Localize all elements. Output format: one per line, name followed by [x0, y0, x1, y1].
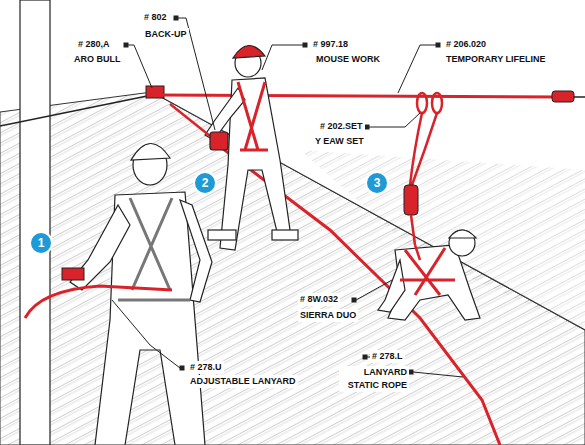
part-name: Y EAW SET	[313, 135, 366, 148]
lanyard	[25, 286, 172, 318]
part-name: ARO BULL	[72, 53, 123, 66]
part-number: # 202.SET	[318, 120, 365, 133]
part-name: SIERRA DUO	[298, 309, 358, 322]
part-number: # 997.18	[311, 38, 350, 51]
part-number: # 278.U	[188, 361, 224, 374]
part-number: # 8W.032	[298, 293, 340, 306]
part-number: # 280,A	[76, 38, 112, 51]
static-rope	[222, 148, 500, 445]
part-name: BACK-UP	[143, 28, 189, 41]
callout-circle	[366, 172, 388, 194]
callout-circle	[194, 172, 216, 194]
lifeline	[160, 95, 560, 97]
part-name: MOUSE WORK	[314, 53, 382, 66]
leader-line	[112, 16, 463, 377]
part-name: ADJUSTABLE LANYARD	[188, 375, 298, 388]
worker-figure	[378, 230, 480, 320]
roof	[0, 92, 585, 445]
callout-number: 3	[367, 173, 387, 193]
post	[20, 0, 50, 445]
part-name: LANYARD STATIC ROPE	[339, 366, 409, 392]
part-number: # 278.L	[370, 350, 405, 363]
part-name: TEMPORARY LIFELINE	[444, 53, 548, 66]
callout-number: 2	[195, 173, 215, 193]
part-number: # 802	[142, 11, 169, 24]
callout-number: 1	[31, 233, 51, 253]
callout-circle	[30, 232, 52, 254]
part-number: # 206.020	[444, 38, 488, 51]
worker-figure	[70, 143, 212, 445]
